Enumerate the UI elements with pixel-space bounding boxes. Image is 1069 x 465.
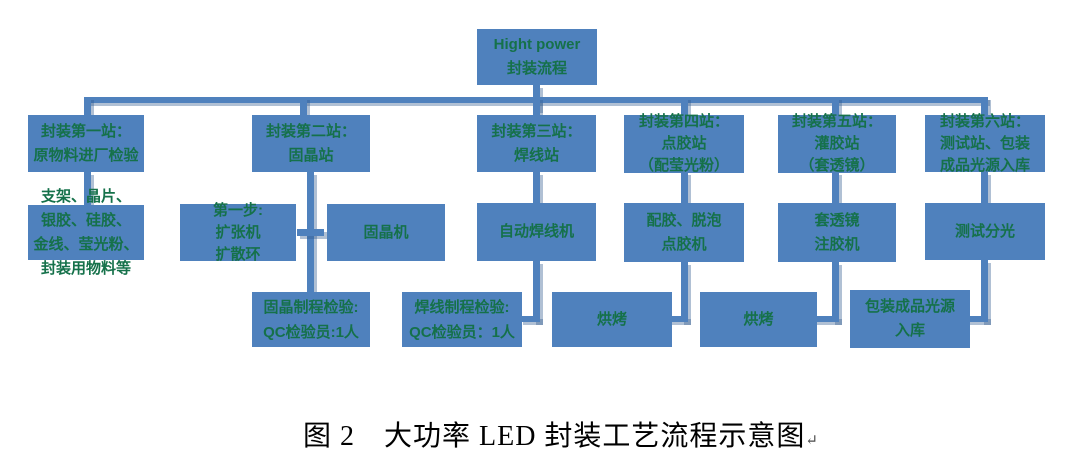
connector-station6-machine [981, 172, 988, 203]
station-4-line: （配莹光粉） [638, 157, 729, 174]
expander-line: 第一步: [213, 201, 263, 219]
station-3-line: 封装第三站： [491, 122, 582, 140]
connector-testsort-foot [966, 316, 988, 322]
station-1-line: 封装第一站： [40, 122, 131, 140]
paragraph-mark: ↵ [805, 433, 818, 449]
station-5-header-box: 封装第五站： 灌胶站 （套透镜） [778, 113, 896, 174]
station-6-line: 成品光源入库 [939, 156, 1030, 174]
figure-caption: 图 2 大功率 LED 封装工艺流程示意图↵ [0, 414, 1069, 454]
station-2-line: 固晶站 [288, 146, 334, 164]
expander-box: 第一步: 扩张机 扩散环 [180, 202, 296, 263]
die-bond-qc-line: QC检验员:1人 [263, 323, 359, 341]
expander-line: 扩张机 [215, 223, 261, 241]
station-5-line: 封装第五站： [791, 113, 882, 130]
station-6-header-box: 封装第六站： 测试站、包装 成品光源入库 [925, 113, 1045, 174]
materials-line: 银胶、硅胶、 [40, 211, 131, 229]
connector-wirebonder-foot [520, 316, 540, 322]
station-1-header-box: 封装第一站： 原物料进厂检验 [28, 115, 144, 172]
station-1-line: 原物料进厂检验 [33, 146, 139, 164]
connector-drop-station-5 [832, 97, 839, 115]
lens-injector-box: 套透镜 注胶机 [778, 203, 896, 262]
packing-storage-line: 入库 [894, 322, 925, 339]
connector-station4-machine [681, 172, 688, 203]
packing-storage-line: 包装成品光源 [864, 298, 955, 315]
root-box: Hight power 封装流程 [477, 29, 597, 85]
bake-2-line: 烘烤 [743, 310, 774, 328]
station-5-line: 灌胶站 [814, 135, 860, 152]
connector-wirebonder-down [533, 261, 540, 322]
connector-drop-station-6 [981, 97, 988, 115]
connector-drop-station-1 [84, 97, 91, 115]
materials-line: 支架、晶片、 [40, 187, 131, 205]
connector-station3-machine [533, 172, 540, 203]
glue-dispenser-line: 配胶、脱泡 [646, 211, 722, 229]
lens-injector-line: 注胶机 [814, 235, 860, 253]
station-2-header-box: 封装第二站： 固晶站 [252, 115, 370, 172]
connector-station1-materials [84, 172, 91, 205]
die-bond-qc-box: 固晶制程检验: QC检验员:1人 [252, 292, 370, 347]
station-3-line: 焊线站 [513, 146, 559, 164]
connector-dispenser-foot [668, 316, 688, 322]
connector-drop-station-4 [681, 97, 688, 115]
glue-dispenser-box: 配胶、脱泡 点胶机 [624, 203, 744, 262]
station-5-line: （套透镜） [799, 157, 875, 174]
connector-injector-foot [814, 316, 839, 322]
connector-drop-station-2 [300, 97, 307, 115]
bake-1-line: 烘烤 [596, 310, 627, 328]
packing-storage-box: 包装成品光源 入库 [850, 290, 970, 348]
expander-line: 扩散环 [215, 245, 261, 263]
connector-dispenser-down [681, 262, 688, 322]
die-bonder-box: 固晶机 [327, 204, 445, 261]
station-4-line: 封装第四站： [638, 113, 729, 130]
connector-drop-station-3 [533, 97, 540, 115]
auto-wire-bonder-box: 自动焊线机 [477, 203, 596, 261]
station-6-line: 测试站、包装 [939, 134, 1030, 152]
connector-station2-crossbar [297, 229, 324, 236]
station-3-header-box: 封装第三站： 焊线站 [477, 115, 596, 172]
wire-bond-qc-line: 焊线制程检验: [414, 298, 510, 316]
root-box-line: 封装流程 [506, 60, 567, 77]
station-6-line: 封装第六站： [939, 112, 1030, 130]
wire-bond-qc-line: QC检验员：1人 [409, 323, 515, 341]
connector-station5-machine [832, 172, 839, 203]
die-bond-qc-line: 固晶制程检验: [263, 298, 359, 316]
die-bonder-line: 固晶机 [363, 223, 409, 241]
bake-box-2: 烘烤 [700, 292, 817, 347]
station-2-line: 封装第二站： [265, 122, 356, 140]
connector-testsort-down [981, 260, 988, 322]
auto-wire-bonder-line: 自动焊线机 [498, 223, 574, 240]
station-4-header-box: 封装第四站： 点胶站 （配莹光粉） [624, 113, 744, 174]
test-sorting-box: 测试分光 [925, 203, 1045, 260]
bake-box-1: 烘烤 [552, 292, 672, 347]
glue-dispenser-line: 点胶机 [661, 235, 707, 253]
lens-injector-line: 套透镜 [814, 211, 860, 229]
figure-caption-text: 图 2 大功率 LED 封装工艺流程示意图 [302, 421, 806, 452]
wire-bond-qc-box: 焊线制程检验: QC检验员：1人 [402, 292, 522, 347]
materials-line: 封装用物料等 [40, 259, 131, 277]
root-box-line: Hight power [493, 36, 581, 53]
test-sorting-line: 测试分光 [954, 222, 1015, 240]
materials-box: 支架、晶片、 银胶、硅胶、 金线、莹光粉、 封装用物料等 [28, 188, 144, 277]
materials-line: 金线、莹光粉、 [33, 235, 139, 253]
station-4-line: 点胶站 [661, 135, 707, 152]
connector-injector-down [832, 262, 839, 322]
